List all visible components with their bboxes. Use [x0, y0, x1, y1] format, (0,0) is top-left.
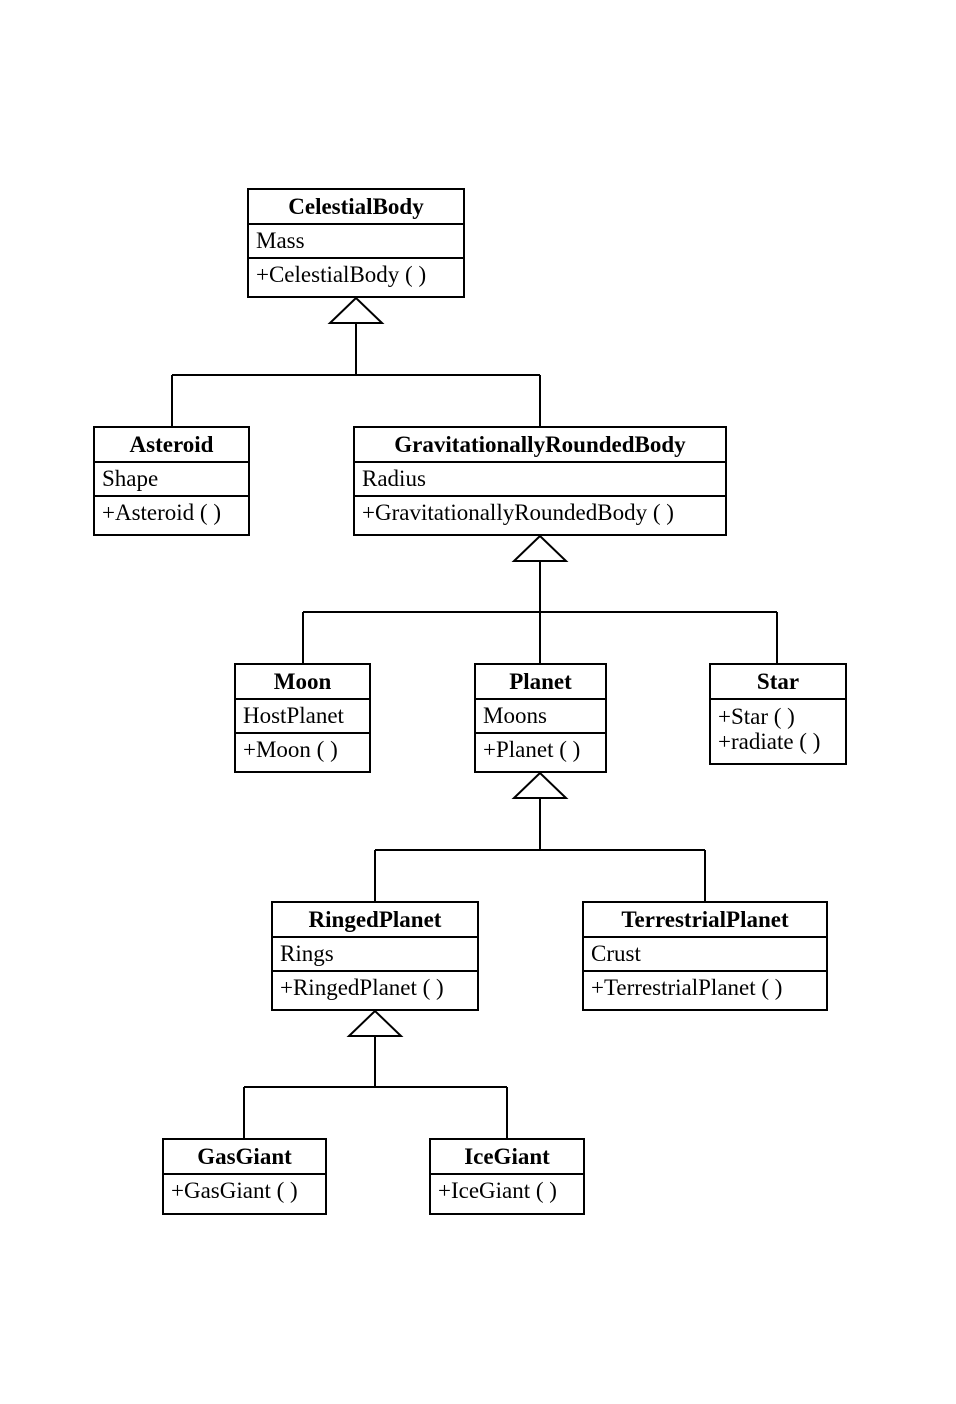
class-attribute: Shape [95, 463, 248, 497]
generalization-arrow-ringed-planet [346, 1009, 404, 1037]
class-operation: +TerrestrialPlanet ( ) [591, 975, 783, 1000]
class-name: Asteroid [95, 428, 248, 463]
class-operation: +RingedPlanet ( ) [280, 975, 444, 1000]
class-terrestrial-planet[interactable]: TerrestrialPlanet Crust +TerrestrialPlan… [582, 901, 828, 1011]
class-ringed-planet[interactable]: RingedPlanet Rings +RingedPlanet ( ) [271, 901, 479, 1011]
class-operations: +Star ( ) +radiate ( ) [711, 700, 845, 754]
class-celestial-body[interactable]: CelestialBody Mass +CelestialBody ( ) [247, 188, 465, 298]
class-planet[interactable]: Planet Moons +Planet ( ) [474, 663, 607, 773]
class-name: CelestialBody [249, 190, 463, 225]
class-attribute: HostPlanet [236, 700, 369, 734]
class-gas-giant[interactable]: GasGiant +GasGiant ( ) [162, 1138, 327, 1215]
generalization-arrow-grb [511, 534, 569, 562]
class-operation: +Planet ( ) [483, 737, 581, 762]
class-asteroid[interactable]: Asteroid Shape +Asteroid ( ) [93, 426, 250, 536]
class-attribute: Rings [273, 938, 477, 972]
generalization-arrow-celestial-body [327, 296, 385, 324]
class-name: Planet [476, 665, 605, 700]
class-name: Moon [236, 665, 369, 700]
generalization-arrow-planet [511, 771, 569, 799]
class-name: GasGiant [164, 1140, 325, 1175]
class-operation: +GravitationallyRoundedBody ( ) [362, 500, 674, 525]
class-name: TerrestrialPlanet [584, 903, 826, 938]
class-name: IceGiant [431, 1140, 583, 1175]
class-attribute: Crust [584, 938, 826, 972]
class-gravitationally-rounded-body[interactable]: GravitationallyRoundedBody Radius +Gravi… [353, 426, 727, 536]
class-attribute: Radius [355, 463, 725, 497]
class-operation: +CelestialBody ( ) [256, 262, 427, 287]
class-star[interactable]: Star +Star ( ) +radiate ( ) [709, 663, 847, 765]
class-name: GravitationallyRoundedBody [355, 428, 725, 463]
class-name: Star [711, 665, 845, 700]
class-operation: +GasGiant ( ) [171, 1178, 298, 1203]
class-operation: +Asteroid ( ) [102, 500, 221, 525]
class-attribute: Moons [476, 700, 605, 734]
class-attribute: Mass [249, 225, 463, 259]
class-moon[interactable]: Moon HostPlanet +Moon ( ) [234, 663, 371, 773]
class-ice-giant[interactable]: IceGiant +IceGiant ( ) [429, 1138, 585, 1215]
class-name: RingedPlanet [273, 903, 477, 938]
class-operation: +Moon ( ) [243, 737, 338, 762]
class-operation: +IceGiant ( ) [438, 1178, 557, 1203]
class-operation: +radiate ( ) [718, 729, 821, 754]
class-operation: +Star ( ) [718, 704, 795, 729]
